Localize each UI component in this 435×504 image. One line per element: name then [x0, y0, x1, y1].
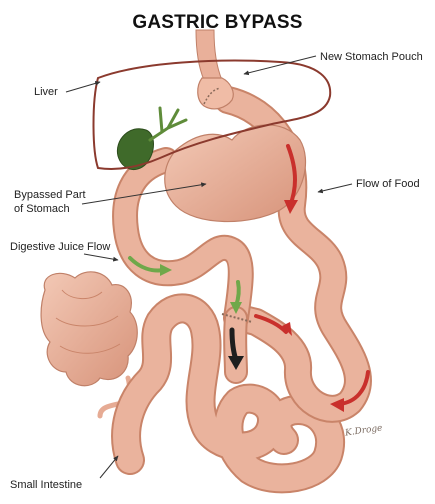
pouch-staple-line: [203, 87, 221, 105]
label-bypassed-part-line1: Bypassed Part: [14, 189, 86, 201]
liver-outline: [92, 59, 332, 170]
label-digestive-juice-flow: Digestive Juice Flow: [10, 241, 111, 253]
label-new-stomach-pouch: New Stomach Pouch: [320, 51, 423, 63]
small-intestine-loops: [111, 293, 345, 494]
leader-lines: [65, 55, 353, 479]
colon: [40, 271, 138, 387]
gallbladder: [116, 128, 154, 171]
digestive-juice-arrows: [128, 256, 242, 314]
bile-ducts: [148, 106, 188, 142]
new-stomach-pouch: [197, 77, 234, 110]
diagram-title: GASTRIC BYPASS: [132, 12, 303, 33]
food-flow-arrows: [254, 144, 370, 412]
bypassed-stomach: [164, 124, 307, 223]
anastomosis-staples: [221, 313, 253, 323]
biliopancreatic-limb: [112, 147, 254, 331]
label-flow-of-food: Flow of Food: [356, 178, 420, 190]
mixed-flow-arrow: [228, 327, 244, 370]
label-small-intestine: Small Intestine: [10, 479, 83, 491]
label-liver: Liver: [34, 86, 58, 98]
label-bypassed-part-line2: of Stomach: [14, 203, 70, 215]
esophagus: [195, 29, 223, 81]
